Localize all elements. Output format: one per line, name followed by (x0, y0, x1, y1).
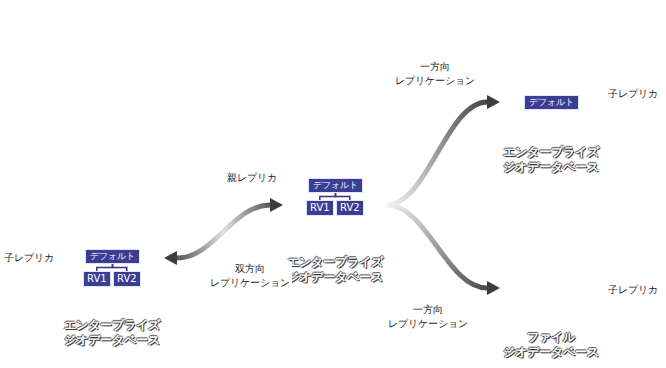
default-version-box: デフォルト (524, 95, 579, 110)
geodatabase-cylinder: 子レプリカエンタープライズ ジオデータベースデフォルト (500, 2, 602, 182)
database-type-label: エンタープライズ ジオデータベース (283, 255, 387, 285)
replication-label: 一方向 レプリケーション (386, 303, 470, 330)
default-version-box: デフォルト (85, 249, 140, 264)
version-tree-line (113, 264, 127, 271)
replica-role-label: 親レプリカ (227, 172, 277, 184)
replication-arrow (387, 205, 487, 288)
cylinder-top (501, 201, 602, 228)
version-tree-line (320, 193, 336, 200)
replica-version-box: RV2 (336, 200, 364, 216)
database-type-label: ファイル ジオデータベース (500, 330, 602, 360)
replica-version-box: RV1 (83, 271, 111, 287)
version-name: RV2 (117, 273, 137, 284)
replica-version-box: RV2 (113, 271, 141, 287)
cylinder-body (283, 99, 387, 292)
cylinder-top (61, 151, 164, 178)
geodatabase-cylinder: 親レプリカエンタープライズ ジオデータベースデフォルトRV1RV2 (283, 85, 387, 292)
replica-role-label: 子レプリカ (608, 284, 658, 296)
version-name: デフォルト (529, 97, 574, 107)
cylinder-band (500, 260, 602, 329)
version-name: デフォルト (313, 180, 358, 190)
replication-label: 一方向 レプリケーション (393, 60, 477, 87)
cylinder-band (283, 160, 387, 239)
replication-arrow (177, 205, 270, 258)
replica-version-box: RV1 (306, 200, 334, 216)
cylinder-top (284, 86, 387, 113)
replication-arrow (387, 102, 487, 205)
cylinder-top (501, 3, 602, 30)
cylinder-band (60, 228, 164, 306)
geodatabase-cylinder: 子レプリカファイル ジオデータベース (500, 200, 602, 366)
database-type-label: エンタープライズ ジオデータベース (60, 318, 164, 348)
version-name: デフォルト (90, 251, 135, 261)
replication-label: 双方向 レプリケーション (208, 262, 292, 289)
replica-role-label: 子レプリカ (4, 252, 54, 264)
version-tree-line (336, 193, 350, 200)
version-tree-line (97, 264, 113, 271)
database-type-label: エンタープライズ ジオデータベース (500, 145, 602, 175)
version-name: RV1 (87, 273, 107, 284)
version-name: RV1 (310, 202, 330, 213)
replica-role-label: 子レプリカ (608, 88, 658, 100)
default-version-box: デフォルト (308, 178, 363, 193)
geodatabase-cylinder: 子レプリカエンタープライズ ジオデータベースデフォルトRV1RV2 (60, 150, 164, 357)
cylinder-band (500, 75, 602, 144)
cylinder-body (500, 214, 602, 366)
version-name: RV2 (340, 202, 360, 213)
cylinder-body (60, 164, 164, 357)
cylinder-body (500, 16, 602, 182)
